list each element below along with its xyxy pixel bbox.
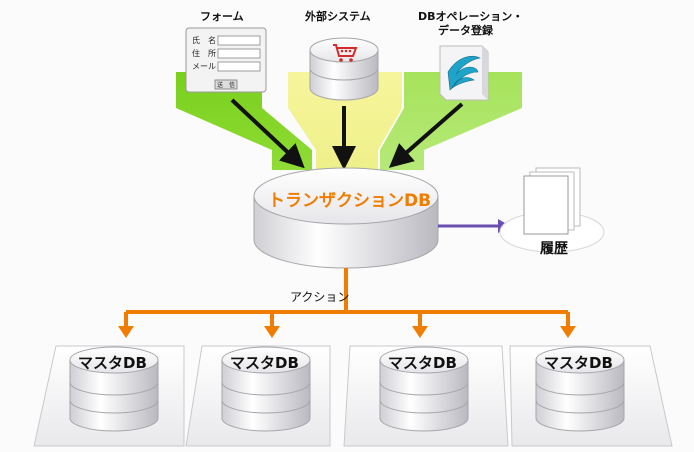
form-source-label: フォーム bbox=[200, 10, 244, 23]
external-system-db-icon bbox=[309, 37, 379, 101]
action-flow-arrowheads bbox=[118, 326, 576, 338]
operation-input-arrow bbox=[388, 102, 464, 168]
form-field-label-email: メール bbox=[192, 62, 216, 71]
history-label: 履歴 bbox=[540, 241, 568, 257]
master-db-label-2: マスタDB bbox=[230, 354, 299, 372]
form-submit-button: 送 信 bbox=[217, 82, 236, 89]
master-db-cylinder-3 bbox=[379, 346, 469, 432]
transaction-db-label: トランザクションDB bbox=[268, 191, 432, 211]
form-field-label-name: 氏 名 bbox=[192, 36, 216, 45]
form-field-label-address: 住 所 bbox=[192, 49, 216, 58]
action-label: アクション bbox=[290, 290, 350, 304]
master-db-cylinder-2 bbox=[221, 346, 311, 432]
logo-icon bbox=[447, 55, 481, 91]
db-operation-box-icon bbox=[439, 45, 489, 101]
form-card bbox=[185, 27, 267, 93]
form-input-arrow bbox=[230, 98, 305, 169]
master-db-label-3: マスタDB bbox=[388, 354, 457, 372]
master-db-cylinder-4 bbox=[535, 346, 625, 432]
master-db-cylinder-1 bbox=[69, 346, 159, 432]
db-operation-source-label-line-2: データ登録 bbox=[438, 24, 493, 37]
db-operation-source-label-line-1: DBオペレーション・ bbox=[418, 10, 524, 23]
history-documents-icon bbox=[499, 167, 605, 253]
external-system-source-label: 外部システム bbox=[305, 10, 371, 23]
transaction-db-cylinder bbox=[253, 167, 439, 269]
master-db-label-4: マスタDB bbox=[544, 354, 613, 372]
shopping-cart-icon bbox=[333, 44, 358, 62]
master-db-label-1: マスタDB bbox=[78, 354, 147, 372]
action-flow-lines bbox=[124, 268, 570, 328]
